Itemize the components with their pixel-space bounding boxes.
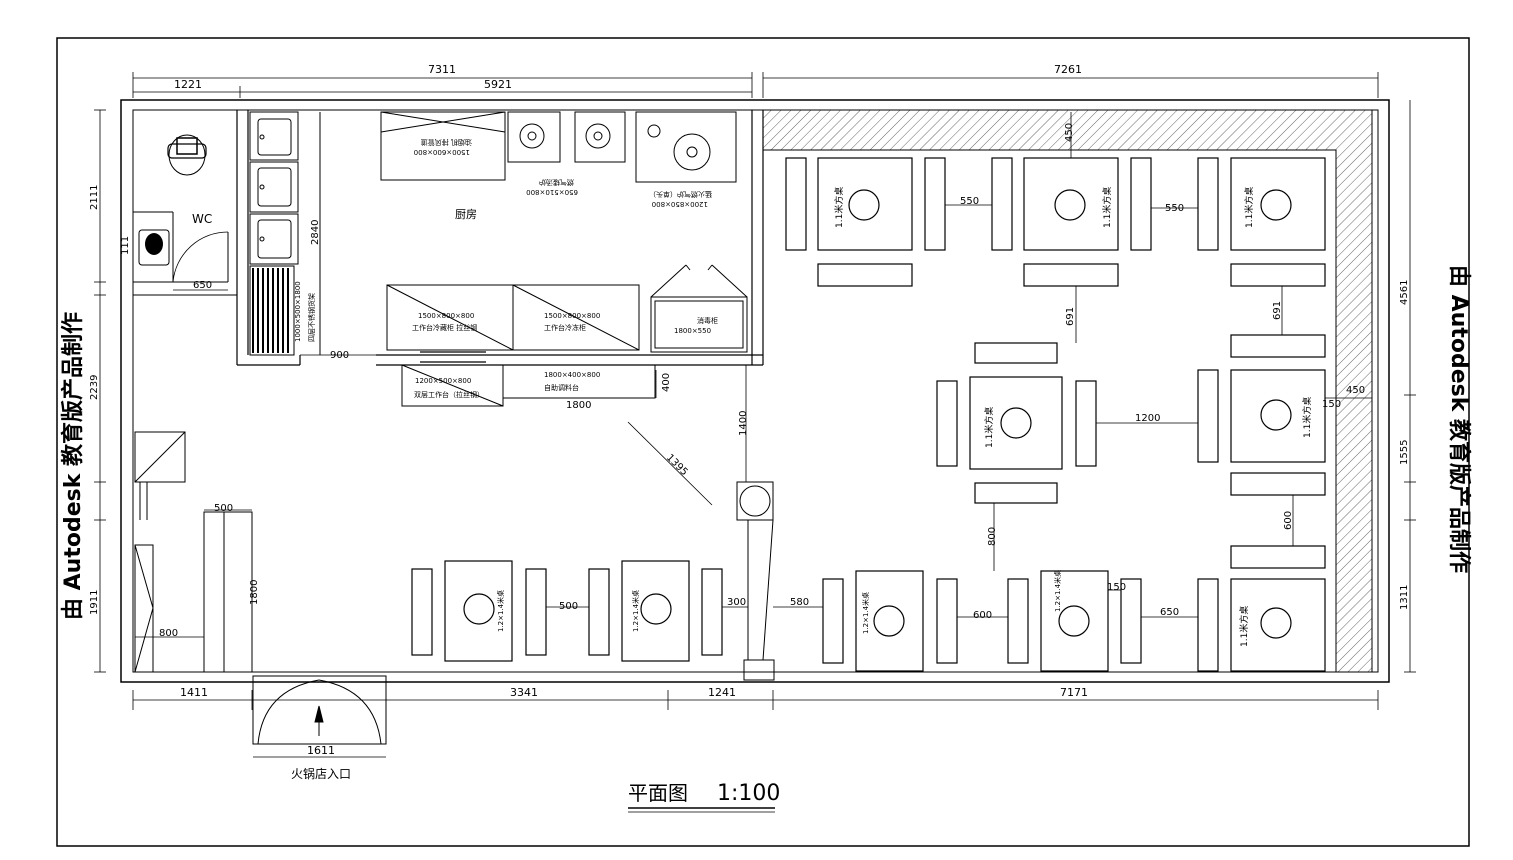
inner-wall (132, 109, 1379, 673)
title-scale: 1:100 (717, 781, 780, 806)
table-label: 1.1米方桌 (1238, 606, 1250, 647)
hood-label: 油烟机 排风管道 (421, 138, 472, 147)
dim-500b: 500 (559, 601, 578, 612)
stove-size: 1200×850×800 (652, 200, 708, 208)
table-label: 1.1米方桌 (833, 187, 845, 228)
dim-1800b: 1800 (249, 580, 260, 605)
burner-2 (574, 111, 626, 163)
dim-top-total-left: 7311 (428, 63, 456, 76)
dim-900: 900 (330, 350, 349, 361)
kitchen-sinks (249, 111, 321, 355)
table-label: 1.1米方桌 (1101, 187, 1113, 228)
dim-1400: 1400 (738, 411, 749, 436)
table-label: 1.2×1.4米桌 (631, 590, 640, 632)
work-table-2-size: 1500×800×800 (544, 312, 600, 320)
counter-2-name: 自助调料台 (544, 383, 579, 392)
dim-top-seg2: 5921 (484, 78, 512, 91)
hood-size: 1500×600×800 (414, 148, 470, 156)
dim-bottom-seg1: 1411 (180, 686, 208, 699)
table-label: 1.1米方桌 (1243, 187, 1255, 228)
dim-1395: 1395 (664, 452, 690, 478)
watermark-right: 由 Autodesk 教育版产品制作 (1446, 265, 1472, 573)
hood-unit (380, 111, 506, 181)
dining-furniture (411, 157, 1326, 672)
counter-2-size: 1800×400×800 (544, 371, 600, 379)
entrance-doors (252, 675, 387, 745)
work-table-2-name: 工作台冷冻柜 (544, 323, 586, 332)
watermark-left: 由 Autodesk 教育版产品制作 (60, 312, 86, 620)
counter-1-size: 1200×500×800 (415, 377, 471, 385)
dim-800b: 800 (987, 527, 998, 546)
dim-500a: 500 (214, 503, 233, 514)
dim-450: 450 (1064, 123, 1075, 142)
dim-550b: 550 (1165, 203, 1184, 214)
dim-top-total-right: 7261 (1054, 63, 1082, 76)
pillar (736, 481, 775, 681)
dim-right-a: 4561 (1399, 280, 1410, 305)
dim-400: 400 (661, 373, 672, 392)
dim-left-a: 2111 (89, 185, 100, 210)
shelf-unit (249, 265, 295, 356)
dim-150b: 150 (1107, 582, 1126, 593)
room-wc: WC (192, 212, 212, 226)
burner-size: 650×510×800 (526, 188, 578, 196)
cabinet-name: 消毒柜 (697, 316, 718, 325)
work-table-1-name: 工作台冷藏柜 拉丝钢 (412, 323, 477, 332)
counters (401, 364, 656, 407)
room-entrance: 火锅店入口 (291, 766, 351, 781)
table-label: 1.2×1.4米桌 (1053, 570, 1062, 612)
kitchen-walls (236, 110, 764, 366)
dim-bottom-seg2: 3341 (510, 686, 538, 699)
shelf-size: 1000×500×1800 (294, 281, 302, 342)
dim-600a: 600 (1283, 511, 1294, 530)
room-kitchen: 厨房 (455, 208, 477, 221)
table-label: 1.2×1.4米桌 (861, 592, 870, 634)
dim-600b: 600 (973, 610, 992, 621)
burner-1 (507, 111, 561, 163)
cabinet-unit (650, 264, 748, 353)
wc-walls (133, 211, 237, 296)
counter-1-name: 双层工作台（拉丝钢） (414, 390, 484, 399)
dim-650a: 650 (193, 280, 212, 291)
dim-top-seg1: 1221 (174, 78, 202, 91)
dim-580: 580 (790, 597, 809, 608)
stove-unit (635, 111, 737, 183)
drawing-frame (56, 37, 1470, 847)
dim-150a: 150 (1322, 399, 1341, 410)
dim-left-b: 2239 (89, 375, 100, 400)
dim-550a: 550 (960, 196, 979, 207)
dim-450b: 450 (1346, 385, 1365, 396)
cabinet-size: 1800×550 (674, 327, 711, 335)
dim-bottom-seg4: 7171 (1060, 686, 1088, 699)
work-table-1-size: 1500×800×800 (418, 312, 474, 320)
shelf-name: 四层不锈钢货架 (307, 293, 316, 342)
dim-650b: 650 (1160, 607, 1179, 618)
table-label: 1.1米方桌 (983, 407, 995, 448)
burner-name: 燃气矮汤炉 (539, 178, 574, 187)
dim-1200: 1200 (1135, 413, 1160, 424)
dim-bottom-seg3: 1241 (708, 686, 736, 699)
left-partitions (134, 431, 253, 673)
dim-2840: 2840 (310, 220, 321, 245)
outer-wall (120, 99, 1390, 683)
dim-800a: 800 (159, 628, 178, 639)
dim-691a: 691 (1065, 307, 1076, 326)
dim-691b: 691 (1272, 301, 1283, 320)
dimension-lines (94, 72, 1416, 758)
dim-300: 300 (727, 597, 746, 608)
table-label: 1.1米方桌 (1301, 397, 1313, 438)
toilet-icon (167, 134, 207, 176)
stove-name: 猛火燃气炉（单头） (649, 190, 712, 199)
dim-right-c: 1311 (1399, 585, 1410, 610)
dim-left-d: 111 (120, 236, 131, 255)
table-label: 1.2×1.4米桌 (496, 590, 505, 632)
dim-bottom-door: 1611 (307, 744, 335, 757)
dim-right-b: 1555 (1399, 440, 1410, 465)
work-tables (386, 284, 640, 351)
dim-1800: 1800 (566, 400, 591, 411)
dim-left-c: 1911 (89, 590, 100, 615)
sink-icon (138, 229, 170, 266)
title-text: 平面图 (628, 781, 688, 805)
